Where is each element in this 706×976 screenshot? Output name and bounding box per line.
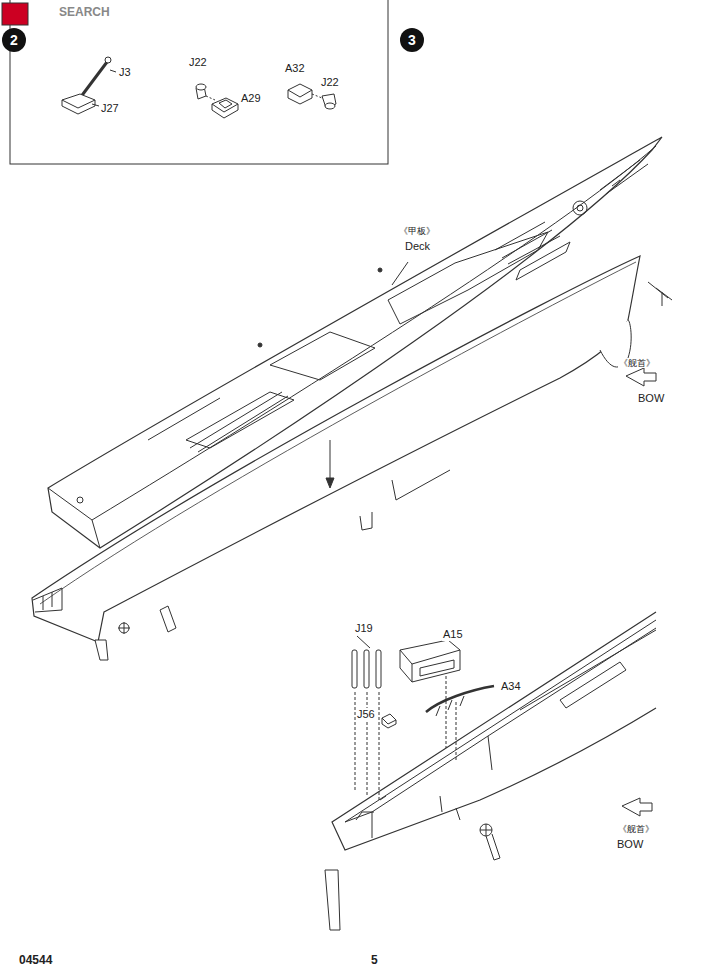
bow-label: BOW: [616, 838, 644, 851]
step-label: 2: [10, 32, 18, 48]
deck-label: Deck: [404, 240, 431, 253]
bow-label: 《舰首》: [618, 358, 656, 368]
part-number: J27: [100, 102, 120, 115]
catalog-number: 04544: [18, 954, 53, 968]
part-number: J22: [320, 76, 340, 89]
bow-label: BOW: [637, 392, 665, 405]
part-number: A29: [240, 92, 262, 105]
part-number: J22: [188, 56, 208, 69]
watermark: SEARCH: [58, 6, 111, 20]
part-number: J56: [356, 708, 376, 721]
step-number: 3: [400, 28, 424, 52]
part-number: A34: [500, 680, 522, 693]
page-number: 5: [370, 954, 379, 968]
bow-label: 《舰首》: [617, 824, 655, 834]
part-number: J3: [118, 66, 132, 79]
part-number: A15: [442, 628, 464, 641]
step-label: 3: [408, 32, 416, 48]
step-number: 2: [2, 28, 26, 52]
deck-label: 《甲板》: [398, 226, 436, 236]
part-number: A32: [284, 62, 306, 75]
part-number: J19: [354, 622, 374, 635]
